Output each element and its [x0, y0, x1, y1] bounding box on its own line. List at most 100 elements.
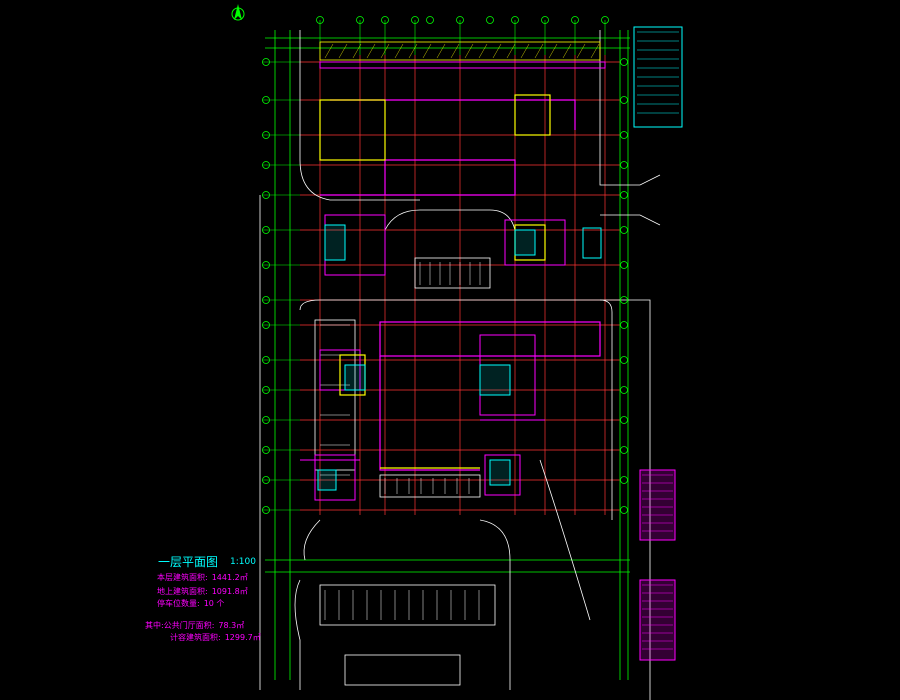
axis-bubble — [620, 296, 628, 304]
axis-bubble — [262, 416, 270, 424]
wall-line — [379, 356, 480, 471]
hatch — [562, 43, 572, 59]
axis-bubble — [426, 16, 434, 24]
axis-bubble — [262, 191, 270, 199]
hatch — [492, 43, 502, 59]
axis-bubble — [511, 16, 519, 24]
stat-value: 1441.2㎡ — [211, 573, 248, 582]
stat-lobby-area: 其中:公共门厅面积:78.3㎡ — [145, 622, 244, 630]
hatch — [394, 43, 404, 59]
axis-bubble — [620, 226, 628, 234]
legend-table — [633, 26, 683, 128]
stair-b — [344, 364, 366, 391]
axis-bubble — [262, 476, 270, 484]
stat-counted-area: 计容建筑面积:1299.7㎡ — [170, 634, 261, 642]
axis-bubble — [541, 16, 549, 24]
hatch — [534, 43, 544, 59]
axis-bubble — [620, 58, 628, 66]
road-edge — [299, 299, 613, 520]
stat-value: 1091.8㎡ — [211, 587, 248, 596]
axis-bubble — [262, 261, 270, 269]
stair-cores — [319, 41, 601, 469]
axis-bubble — [620, 96, 628, 104]
hatch — [506, 43, 516, 59]
wall-line — [330, 99, 576, 130]
axis-bubble — [486, 16, 494, 24]
hatch — [520, 43, 530, 59]
hatch — [352, 43, 362, 59]
site-boundary — [600, 299, 651, 700]
hatch — [408, 43, 418, 59]
road-edge — [299, 30, 420, 201]
axis-bubble — [262, 321, 270, 329]
axis-bubble — [262, 58, 270, 66]
room-block — [314, 454, 356, 501]
axis-bubble — [262, 226, 270, 234]
axis-bubble — [262, 161, 270, 169]
hatch — [366, 43, 376, 59]
road-edge — [600, 214, 661, 226]
stair-a — [324, 224, 346, 261]
hatch — [576, 43, 586, 59]
axis-bubble — [620, 416, 628, 424]
axis-bubble — [601, 16, 609, 24]
stat-label: 停车位数量: — [157, 599, 200, 608]
hatch — [338, 43, 348, 59]
wall-box — [379, 321, 601, 357]
axis-bubble — [456, 16, 464, 24]
axis-bubble — [620, 386, 628, 394]
road-edge — [303, 519, 321, 561]
room-block — [504, 219, 566, 266]
hatch — [478, 43, 488, 59]
axis-bubble — [620, 261, 628, 269]
axis-bubble — [620, 321, 628, 329]
drawing-scale: 1:100 — [230, 557, 256, 567]
axis-bubble — [620, 506, 628, 514]
stat-label: 地上建筑面积: — [157, 587, 208, 596]
building-walls — [300, 61, 676, 661]
axis-bubble — [262, 386, 270, 394]
stair-f — [317, 469, 337, 491]
green-grid-lines — [262, 20, 630, 680]
parking-row-bottom — [319, 584, 496, 626]
site-road-outline — [259, 30, 661, 700]
axis-bubble — [262, 296, 270, 304]
axis-bubble — [571, 16, 579, 24]
north-arrow-icon — [231, 4, 245, 21]
stair-e — [489, 459, 511, 486]
hatch — [436, 43, 446, 59]
axis-bubble — [356, 16, 364, 24]
axis-bubble — [381, 16, 389, 24]
north-wall — [319, 61, 606, 69]
north-hatch-band — [319, 41, 601, 61]
core-a — [319, 99, 386, 161]
equipment-room — [582, 227, 602, 259]
ramp-curve — [384, 209, 516, 231]
cyan-details — [317, 31, 679, 491]
stat-parking-count: 停车位数量:10 个 — [157, 600, 224, 608]
axis-bubble — [620, 191, 628, 199]
axis-bubble — [262, 446, 270, 454]
hatch — [422, 43, 432, 59]
room-block — [484, 454, 521, 496]
stat-label: 计容建筑面积: — [170, 633, 221, 642]
stat-floor-area: 本层建筑面积:1441.2㎡ — [157, 574, 248, 582]
axis-bubble — [620, 446, 628, 454]
hatch — [380, 43, 390, 59]
stat-above-ground-area: 地上建筑面积:1091.8㎡ — [157, 588, 248, 596]
site-building-outline — [344, 654, 461, 686]
stair-d — [514, 229, 536, 256]
axis-bubble — [262, 356, 270, 364]
axis-bubble — [262, 131, 270, 139]
road-edge — [479, 519, 511, 690]
stat-value: 78.3㎡ — [218, 621, 245, 630]
side-building-a — [639, 469, 676, 541]
hatch — [324, 43, 334, 59]
axis-bubble — [620, 161, 628, 169]
stair-c — [479, 364, 511, 396]
wall-line — [320, 159, 516, 196]
grid-axis-bubbles — [262, 16, 628, 514]
stat-label: 本层建筑面积: — [157, 573, 208, 582]
road-edge — [539, 459, 591, 621]
